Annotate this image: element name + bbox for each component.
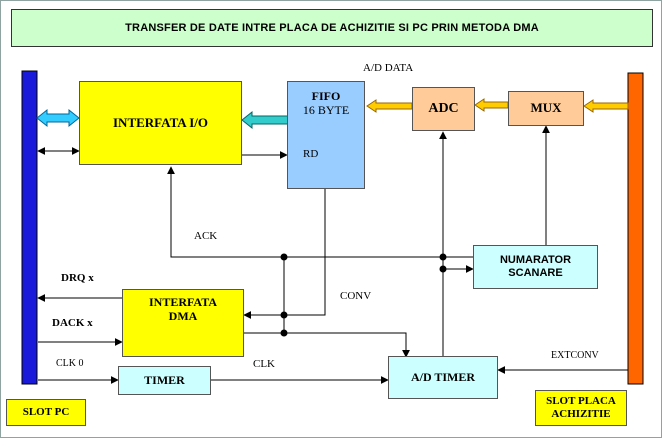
title-text: TRANSFER DE DATE INTRE PLACA DE ACHIZITI… — [125, 21, 539, 34]
timer-label: TIMER — [144, 372, 185, 387]
diagram-title: TRANSFER DE DATE INTRE PLACA DE ACHIZITI… — [11, 9, 653, 47]
dma-interface-block: INTERFATA DMA — [122, 289, 244, 357]
scan-counter-label-1: NUMARATOR — [499, 254, 572, 267]
slot-pc-label: SLOT PC — [22, 406, 70, 419]
dma-interface-label-2: DMA — [168, 308, 198, 323]
fifo-block: FIFO 16 BYTE — [287, 81, 365, 189]
pc-bus — [21, 70, 38, 385]
adc-block: ADC — [412, 87, 475, 131]
ack-line — [167, 166, 473, 258]
drq-label: DRQ x — [61, 272, 94, 284]
mux-block: MUX — [508, 91, 584, 126]
extconv-label: EXTCONV — [551, 350, 599, 361]
junction-dot — [280, 253, 288, 261]
conv-label: CONV — [340, 290, 372, 302]
clk-label: CLK — [253, 358, 275, 370]
ad-data-label: A/D DATA — [363, 62, 414, 74]
fifo-to-io-arrow — [241, 110, 289, 130]
scan-counter-block: NUMARATOR SCANARE — [473, 245, 598, 289]
slot-pc-label-box: SLOT PC — [6, 399, 86, 426]
scan-counter-label-2: SCANARE — [508, 267, 563, 279]
adc-to-fifo-arrow — [366, 99, 413, 113]
junction-dot — [439, 253, 447, 261]
io-interface-label: INTERFATA I/O — [113, 114, 208, 130]
junction-dot — [439, 265, 447, 273]
slot-acquisition-label-box: SLOT PLACA ACHIZITIE — [535, 390, 627, 426]
dma-interface-label-1: INTERFATA — [148, 295, 217, 309]
fifo-label: FIFO — [311, 89, 341, 103]
mux-label: MUX — [530, 100, 562, 116]
fifo-dma-line — [243, 189, 326, 319]
mux-to-adc-arrow — [474, 98, 509, 112]
fifo-size-label: 16 BYTE — [302, 102, 350, 117]
timer-block: TIMER — [118, 366, 211, 395]
ad-timer-label: A/D TIMER — [410, 369, 476, 384]
conv-line — [283, 255, 410, 358]
slot-acquisition-label-1: SLOT PLACA — [546, 395, 616, 408]
ack-label: ACK — [194, 230, 218, 242]
slot-to-mux-arrow — [583, 99, 629, 113]
clk0-label: CLK 0 — [56, 358, 84, 369]
acquisition-bus — [627, 72, 644, 385]
adc-label: ADC — [428, 100, 459, 116]
io-interface-block: INTERFATA I/O — [79, 81, 242, 165]
dack-label: DACK x — [52, 317, 93, 329]
junction-dot — [280, 329, 288, 337]
ad-timer-block: A/D TIMER — [388, 356, 498, 399]
junction-dot — [280, 311, 288, 319]
bus-io-double-arrow — [36, 108, 80, 128]
fifo-rd-label: RD — [303, 148, 319, 160]
slot-acquisition-label-2: ACHIZITIE — [551, 408, 611, 420]
